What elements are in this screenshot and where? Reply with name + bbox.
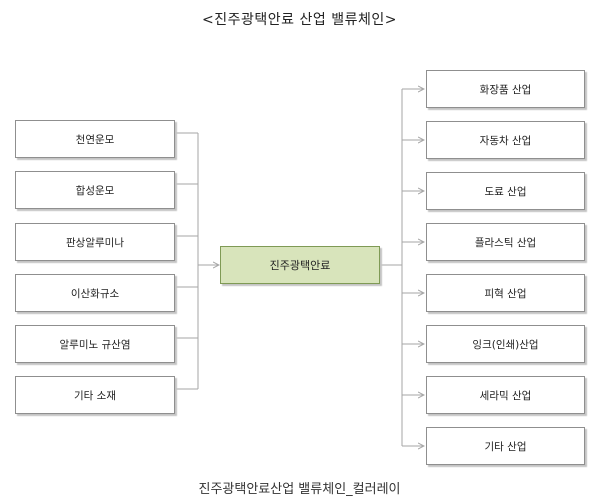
industry-box-automotive: 자동차 산업: [426, 121, 585, 159]
diagram-title: <진주광택안료 산업 밸류체인>: [202, 12, 397, 28]
input-box-platelet-alumina: 판상알루미나: [15, 223, 175, 261]
diagram-caption: 진주광택안료산업 밸류체인_컬러레이: [198, 482, 401, 497]
industry-box-paint: 도료 산업: [426, 172, 585, 210]
industry-box-leather: 피혁 산업: [426, 274, 585, 312]
industry-box-cosmetics: 화장품 산업: [426, 70, 585, 108]
input-box-other-materials: 기타 소재: [15, 376, 175, 414]
input-box-synthetic-mica: 합성운모: [15, 171, 175, 209]
industry-box-plastics: 플라스틱 산업: [426, 223, 585, 261]
center-box-pearlescent-pigment: 진주광택안료: [220, 246, 380, 284]
industry-box-other: 기타 산업: [426, 427, 585, 465]
industry-box-ink-printing: 잉크(인쇄)산업: [426, 325, 585, 363]
input-box-aluminosilicate: 알루미노 규산염: [15, 325, 175, 363]
input-box-natural-mica: 천연운모: [15, 120, 175, 158]
input-box-silicon-dioxide: 이산화규소: [15, 274, 175, 312]
industry-box-ceramics: 세라믹 산업: [426, 376, 585, 414]
